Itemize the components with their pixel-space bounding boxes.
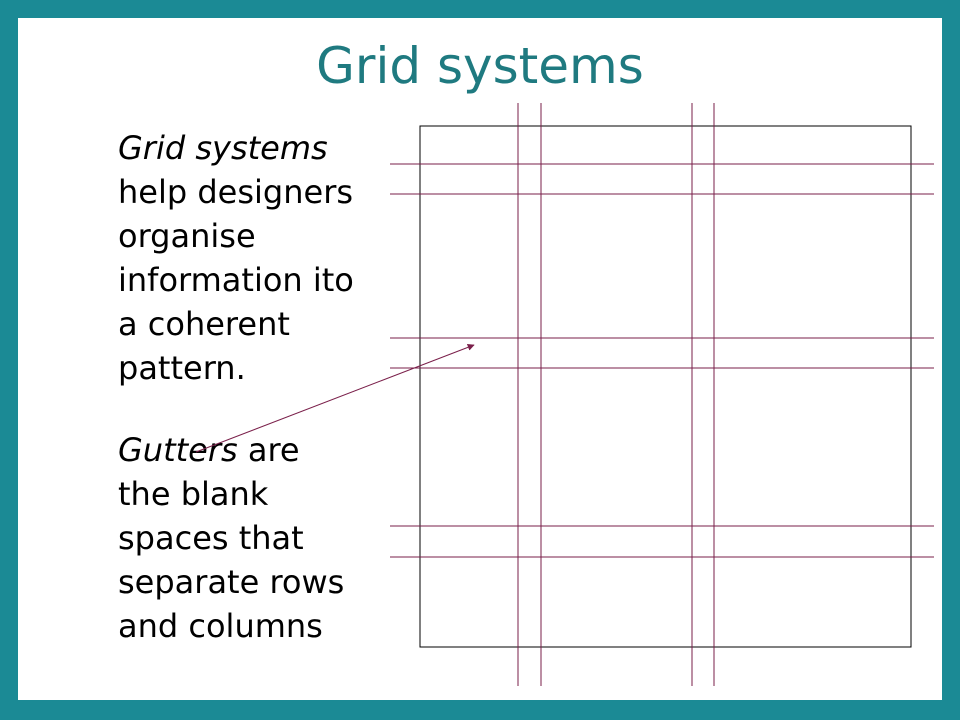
slide-surface <box>18 18 942 700</box>
text-line: help designers <box>118 173 354 211</box>
text-line: pattern. <box>118 349 246 387</box>
term-grid-systems: Grid systems <box>118 129 328 167</box>
text-line: organise <box>118 217 256 255</box>
text-after-term: are <box>237 431 300 469</box>
text-line: the blank <box>118 475 269 513</box>
text-line: a coherent <box>118 305 290 343</box>
text-line: and columns <box>118 607 323 645</box>
paragraph-grid-systems: Grid systems help designers organise inf… <box>118 126 408 390</box>
text-line: spaces that <box>118 519 304 557</box>
term-gutters: Gutters <box>118 431 238 469</box>
page-outline <box>419 125 912 648</box>
slide-title: Grid systems <box>316 37 644 95</box>
text-line: information ito <box>118 261 354 299</box>
gutter-pointer-arrow <box>195 343 475 453</box>
paragraph-gutters: Gutters are the blank spaces that separa… <box>118 428 408 648</box>
text-line: separate rows <box>118 563 345 601</box>
